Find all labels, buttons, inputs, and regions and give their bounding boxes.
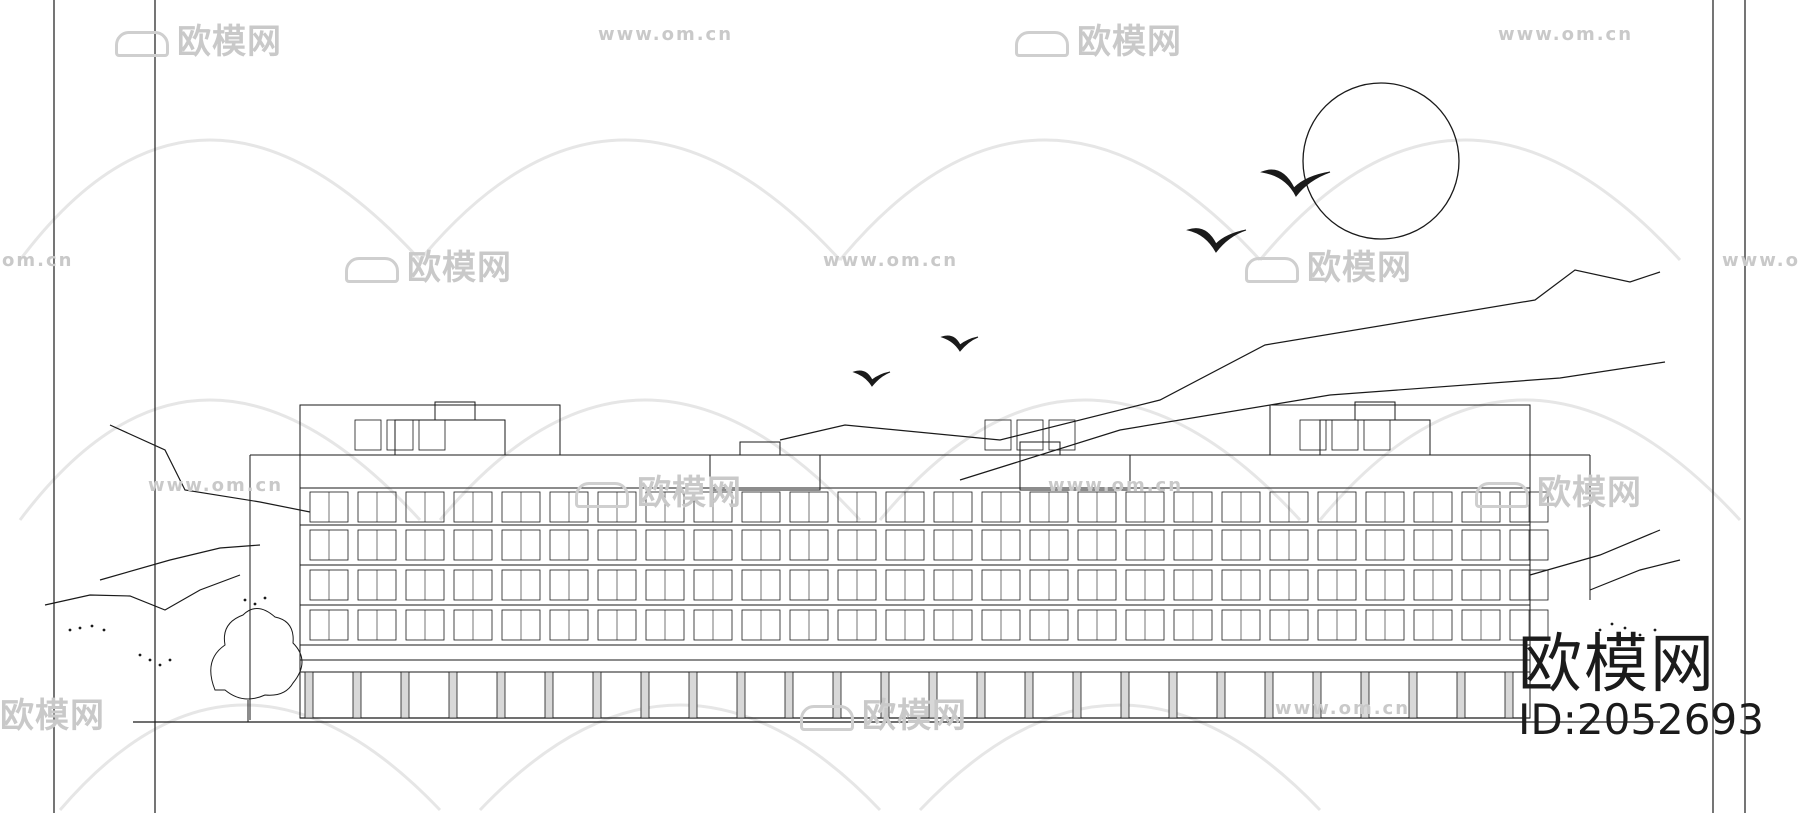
watermark-logo: 欧模网 xyxy=(1245,240,1412,289)
bird xyxy=(852,370,891,387)
watermark-logo: 欧模网 xyxy=(575,465,742,514)
watermark-logo: 欧模网 xyxy=(115,14,282,63)
sun-circle xyxy=(1302,82,1460,240)
bird xyxy=(940,335,979,352)
watermark-url: www.om.cn xyxy=(148,475,284,496)
building-window-grid xyxy=(304,419,1549,719)
shrub xyxy=(68,596,1657,667)
upper-window xyxy=(1016,419,1044,451)
watermark-text: 欧模网 xyxy=(1077,22,1182,62)
watermark-mark-icon xyxy=(1475,481,1529,508)
watermark-text: 欧模网 xyxy=(177,22,282,62)
watermark-url: www.om.cn xyxy=(1498,24,1634,45)
watermark-url: om.cn xyxy=(2,250,74,271)
arcade-column xyxy=(496,671,506,719)
watermark-text: 欧模网 xyxy=(862,696,967,736)
mountain-ridge xyxy=(44,269,1681,611)
watermark-mark-icon xyxy=(115,30,169,57)
watermark-mark-icon xyxy=(1015,30,1069,57)
building-elevation xyxy=(249,401,1591,720)
watermark-mark-icon xyxy=(800,704,854,731)
watermark-url: www.om.cn xyxy=(598,24,734,45)
upper-window xyxy=(1363,419,1391,451)
watermark-text: 欧模网 xyxy=(637,473,742,513)
arcade-column xyxy=(640,671,650,719)
watermark-logo: 欧模网 xyxy=(1475,465,1642,514)
arcade-column xyxy=(880,671,890,719)
watermark-logo: 欧模网 xyxy=(1015,14,1182,63)
watermark-text: 欧模网 xyxy=(1307,248,1412,288)
arcade-column xyxy=(400,671,410,719)
arcade-column xyxy=(544,671,554,719)
arcade-column xyxy=(1312,671,1322,719)
watermark-url: www.om.cn xyxy=(823,250,959,271)
upper-window xyxy=(386,419,414,451)
arcade-column xyxy=(1024,671,1034,719)
watermark-logo: 欧模网 xyxy=(0,688,105,737)
bird xyxy=(1260,169,1331,197)
arcade-column xyxy=(592,671,602,719)
arcade-column xyxy=(1216,671,1226,719)
upper-window xyxy=(1299,419,1327,451)
bird xyxy=(1186,228,1247,253)
arcade-column xyxy=(1168,671,1178,719)
watermark-text: 欧模网 xyxy=(0,696,105,736)
arcade-column xyxy=(1072,671,1082,719)
arcade-column xyxy=(1264,671,1274,719)
upper-window xyxy=(984,419,1012,451)
watermark-mark-icon xyxy=(575,481,629,508)
arcade-column xyxy=(304,671,314,719)
arcade-column xyxy=(928,671,938,719)
arcade-column xyxy=(1120,671,1130,719)
watermark-text: 欧模网 xyxy=(1537,473,1642,513)
arcade-column xyxy=(1456,671,1466,719)
arcade-column xyxy=(448,671,458,719)
arcade-column xyxy=(736,671,746,719)
arcade-column xyxy=(688,671,698,719)
tree xyxy=(210,608,303,722)
watermark-url: www.om.cn xyxy=(1275,698,1411,719)
upper-window xyxy=(354,419,382,451)
arcade-column xyxy=(1504,671,1514,719)
arcade-column xyxy=(832,671,842,719)
frame-lines xyxy=(53,0,1746,813)
watermark-logo: 欧模网 xyxy=(800,688,967,737)
arcade-column xyxy=(976,671,986,719)
watermark-logo: 欧模网 xyxy=(345,240,512,289)
watermark-arcs xyxy=(18,138,1742,812)
arcade-column xyxy=(784,671,794,719)
upper-window xyxy=(1331,419,1359,451)
watermark-url: www.om.cn xyxy=(1048,475,1184,496)
watermark-url: www.om.cn xyxy=(1722,250,1800,271)
stamp-id: ID:2052693 xyxy=(1518,695,1764,744)
arcade-column xyxy=(1360,671,1370,719)
watermark-text: 欧模网 xyxy=(407,248,512,288)
upper-window xyxy=(418,419,446,451)
arcade-column xyxy=(1408,671,1418,719)
stamp-brand: 欧模网 xyxy=(1518,628,1716,702)
birds xyxy=(852,169,1331,387)
id-stamp: 欧模网 ID:2052693 xyxy=(1518,632,1764,742)
arcade-column xyxy=(352,671,362,719)
watermark-mark-icon xyxy=(1245,256,1299,283)
upper-window xyxy=(1048,419,1076,451)
watermark-mark-icon xyxy=(345,256,399,283)
